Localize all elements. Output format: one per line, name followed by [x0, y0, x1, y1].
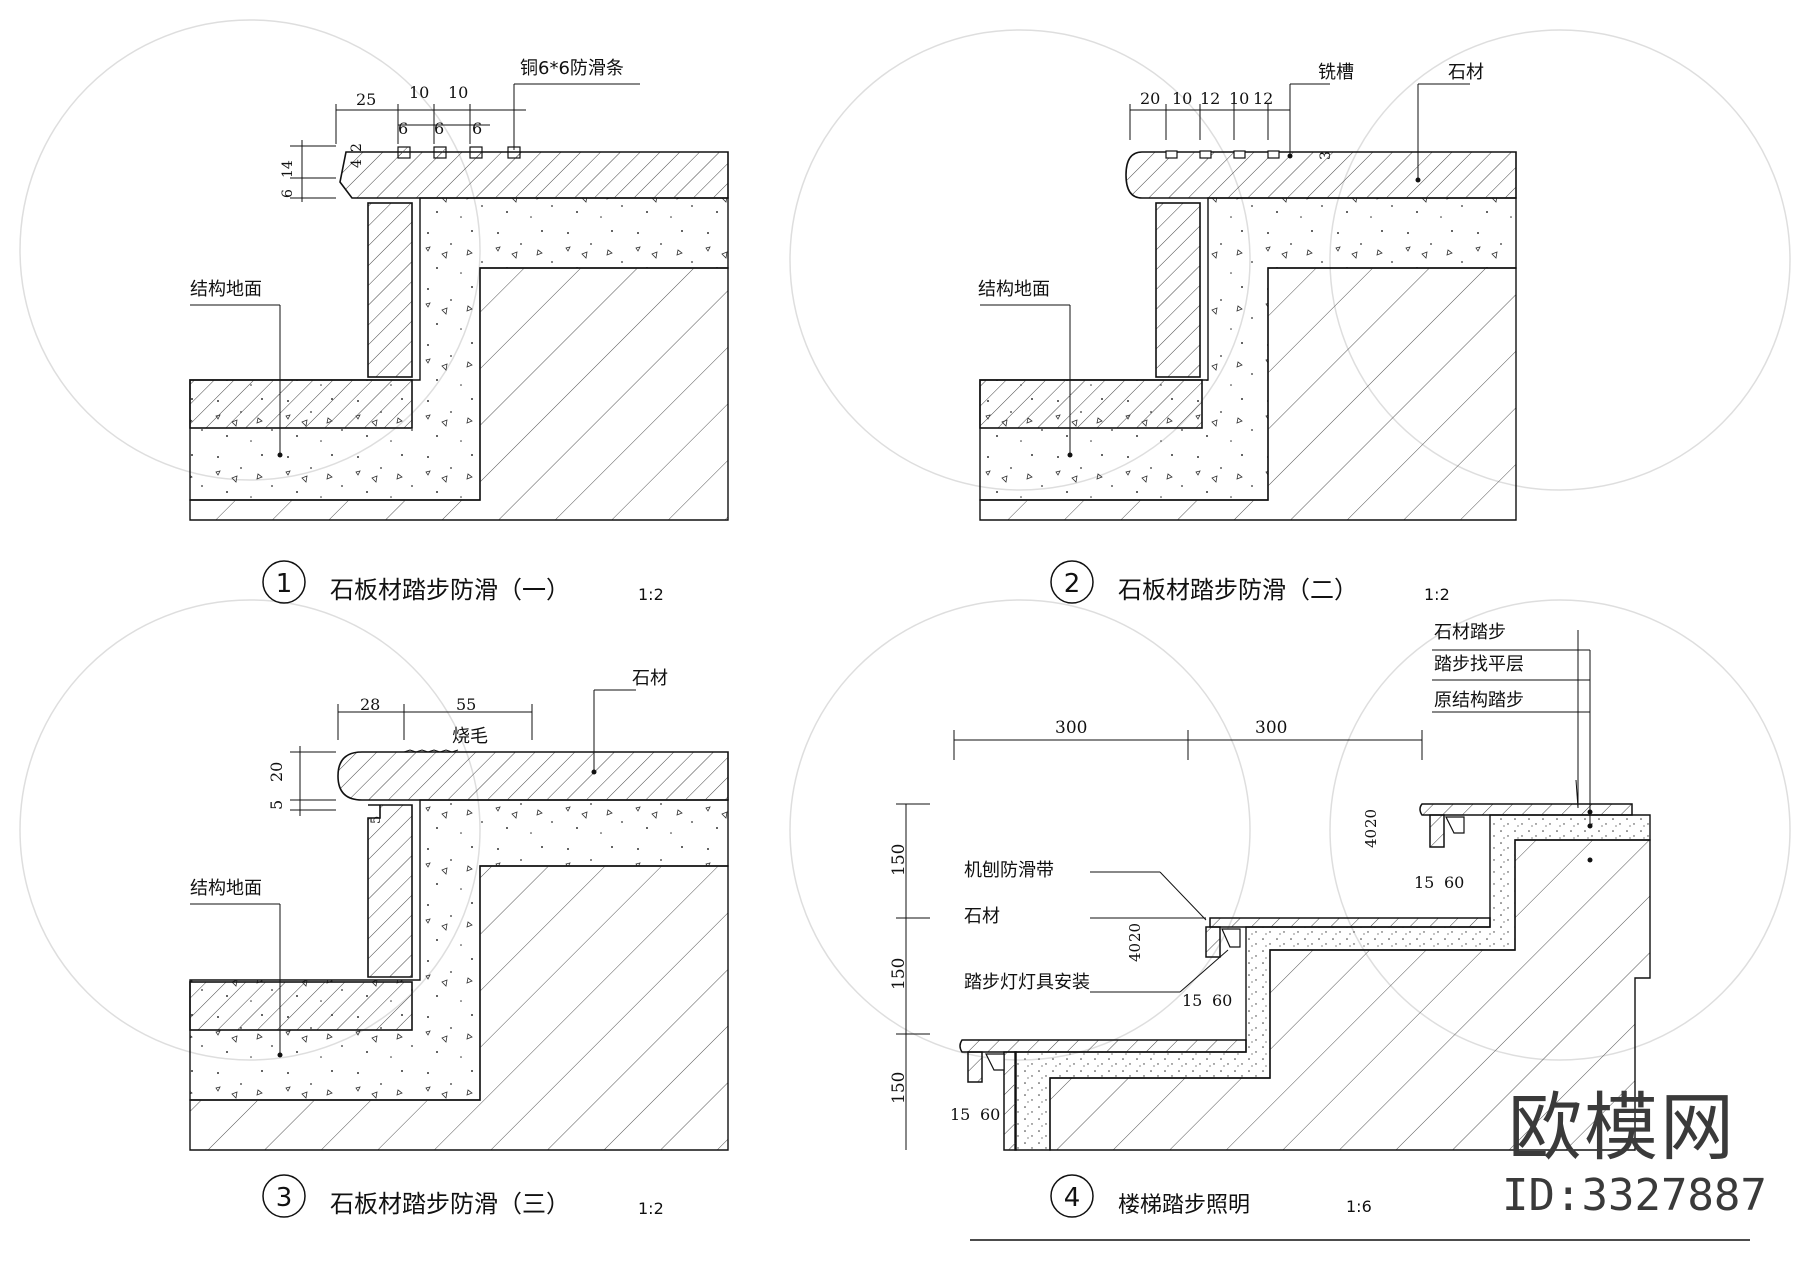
dim-2: 2: [349, 143, 365, 152]
dim-12a: 12: [1200, 89, 1220, 108]
dim-10b: 10: [448, 83, 468, 102]
detail-scale: 1:2: [1424, 585, 1450, 604]
label-structure-ground: 结构地面: [190, 878, 262, 899]
dim-20: 20: [1140, 89, 1160, 108]
stone-riser: [367, 804, 413, 978]
detail-number: 1: [276, 569, 293, 599]
detail-number-circle: [262, 1174, 306, 1218]
dim-150c: 150: [889, 1072, 909, 1104]
dim-15b: 15: [1182, 991, 1202, 1010]
label-original-structure: 原结构踏步: [1434, 690, 1524, 711]
dim-300a: 300: [1055, 718, 1087, 738]
stone-treads: [959, 803, 1633, 1151]
label-stone-tread: 石材踏步: [1434, 622, 1506, 643]
dim-60a: 60: [1444, 873, 1464, 892]
stone-riser: [367, 202, 413, 378]
dim-20a: 20: [1362, 809, 1380, 828]
dim-5: 5: [267, 800, 286, 810]
dim-4: 4: [349, 159, 365, 168]
dim-15c: 15: [950, 1105, 970, 1124]
watermark-brand: 欧模网: [1508, 1085, 1736, 1171]
watermark-logo: 欧模网 ID:3327887: [1502, 1085, 1767, 1222]
dim-5b: 5: [369, 816, 384, 824]
label-milled-groove: 铣槽: [1318, 62, 1354, 83]
dim-300b: 300: [1255, 718, 1287, 738]
dim-150b: 150: [889, 958, 909, 990]
dim-10a: 10: [1172, 89, 1192, 108]
dim-6b: 6: [434, 119, 444, 138]
detail-title: 石板材踏步防滑（一）: [330, 576, 570, 604]
dim-20b: 20: [1126, 923, 1144, 942]
dim-10a: 10: [409, 83, 429, 102]
dim-6v: 6: [280, 189, 296, 198]
label-step-light: 踏步灯灯具安装: [964, 972, 1090, 993]
detail-scale: 1:6: [1346, 1197, 1372, 1216]
label-anti-slip-strip: 机刨防滑带: [964, 860, 1054, 881]
label-structure-ground: 结构地面: [190, 279, 262, 300]
detail-2: 20 10 12 10 12 3 铣槽 石材 结构地面 2 石板材踏步防滑（二）…: [978, 62, 1517, 604]
detail-number-circle: [262, 560, 306, 604]
dim-10b: 10: [1229, 89, 1249, 108]
dim-3: 3: [1318, 151, 1334, 160]
label-structure-ground: 结构地面: [978, 279, 1050, 300]
detail-title: 石板材踏步防滑（三）: [330, 1190, 570, 1218]
dim-28: 28: [360, 695, 380, 714]
detail-number: 3: [276, 1183, 293, 1213]
stone-tread: [337, 751, 729, 801]
detail-number-circle: [1050, 560, 1094, 604]
label-stone: 石材: [632, 668, 668, 689]
label-copper-strip: 铜6*6防滑条: [520, 58, 624, 79]
dim-15a: 15: [1414, 873, 1434, 892]
watermark-id: ID:3327887: [1502, 1170, 1767, 1221]
detail-title: 石板材踏步防滑（二）: [1118, 576, 1358, 604]
detail-number: 4: [1064, 1183, 1081, 1213]
dim-60b: 60: [1212, 991, 1232, 1010]
dim-40b: 40: [1126, 943, 1144, 962]
detail-number: 2: [1064, 569, 1081, 599]
floor-slab: [189, 379, 413, 429]
label-stone: 石材: [1448, 62, 1484, 83]
dim-40a: 40: [1362, 829, 1380, 848]
dim-55: 55: [456, 695, 476, 714]
detail-4: 300 300 150 150 150 40 20 40 20 15 60 15…: [889, 622, 1750, 1241]
label-leveling-layer: 踏步找平层: [1434, 654, 1524, 675]
detail-3: 28 55 20 5 5 烧毛 石材 结构地面 3 石板材踏步防滑（三） 1:2: [189, 668, 729, 1218]
stone-tread: [339, 151, 729, 199]
dim-60c: 60: [980, 1105, 1000, 1124]
dim-150a: 150: [889, 844, 909, 876]
detail-1: 25 10 10 6 6 6 4 2 14 6 铜6*6防滑条 结构地面 1 石…: [189, 58, 729, 604]
detail-scale: 1:2: [638, 1199, 664, 1218]
step-light-fixtures: [985, 816, 1465, 1071]
floor-slab: [189, 981, 413, 1031]
dim-20: 20: [267, 762, 286, 782]
detail-scale: 1:2: [638, 585, 664, 604]
label-stone: 石材: [964, 906, 1000, 927]
milled-grooves: [1165, 150, 1280, 159]
detail-title: 楼梯踏步照明: [1118, 1193, 1250, 1218]
label-flamed: 烧毛: [452, 726, 488, 747]
detail-number-circle: [1050, 1174, 1094, 1218]
structure-hatch: [189, 865, 729, 1151]
dim-6a: 6: [398, 119, 408, 138]
dim-12b: 12: [1253, 89, 1273, 108]
floor-slab: [979, 379, 1203, 429]
structure-hatch: [979, 267, 1517, 521]
dim-14: 14: [280, 160, 296, 178]
dim-25: 25: [356, 90, 376, 109]
stone-riser: [1155, 202, 1201, 378]
leveling-layer: [1014, 814, 1651, 1151]
structure-hatch: [189, 267, 729, 521]
dim-6c: 6: [472, 119, 482, 138]
